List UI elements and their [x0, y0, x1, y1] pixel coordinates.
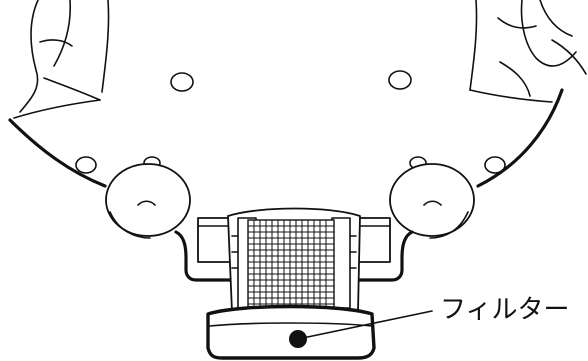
body-outline [8, 88, 564, 188]
filter-cartridge [227, 207, 361, 313]
right-foot-pad [389, 163, 475, 239]
leader-dot [289, 330, 307, 348]
filter-handle [206, 304, 376, 360]
left-foot-pad [105, 163, 191, 239]
right-hand [469, 0, 587, 103]
filter-mesh [248, 220, 334, 308]
label-leader [289, 310, 433, 348]
oval-holes [75, 70, 506, 174]
left-hand [13, 0, 110, 119]
filter-label: フィルター [440, 295, 569, 325]
